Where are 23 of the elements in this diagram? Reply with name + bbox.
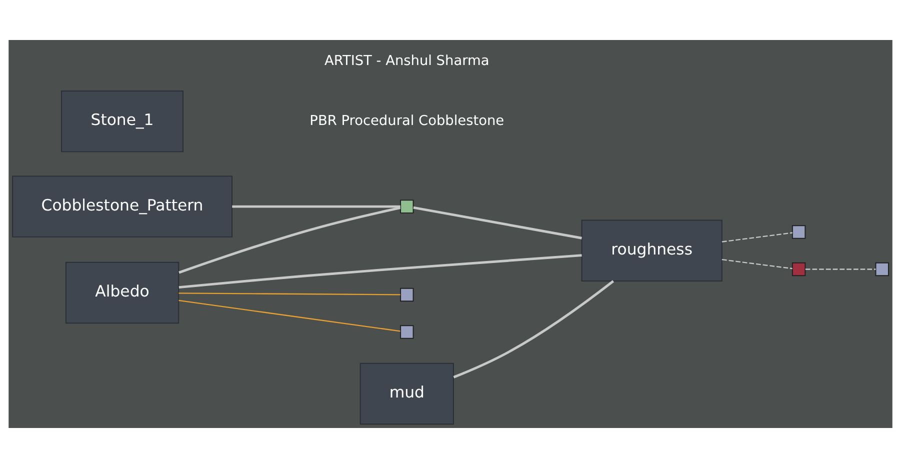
node-box: [400, 287, 414, 302]
connector: [413, 206, 582, 239]
node-box: [792, 224, 806, 238]
node-box: mud: [360, 362, 454, 424]
label: PBR Procedural Cobblestone: [310, 112, 504, 128]
node-box: Stone_1: [61, 90, 184, 152]
node-box: [875, 262, 889, 276]
connector: [805, 268, 876, 270]
connector: [178, 299, 400, 332]
node-box: roughness: [581, 219, 722, 282]
node-box: [400, 199, 414, 213]
connector: [722, 258, 792, 269]
connector: [178, 206, 401, 274]
connector: [232, 204, 400, 208]
node-box: [792, 262, 806, 276]
connector: [178, 292, 400, 295]
node-box: Cobblestone_Pattern: [12, 175, 232, 237]
label: ARTIST - Anshul Sharma: [324, 52, 490, 69]
node-box: Albedo: [65, 261, 180, 324]
connector: [722, 232, 792, 242]
connector: [453, 280, 614, 378]
connector: [178, 254, 582, 288]
node-box: [400, 324, 414, 338]
